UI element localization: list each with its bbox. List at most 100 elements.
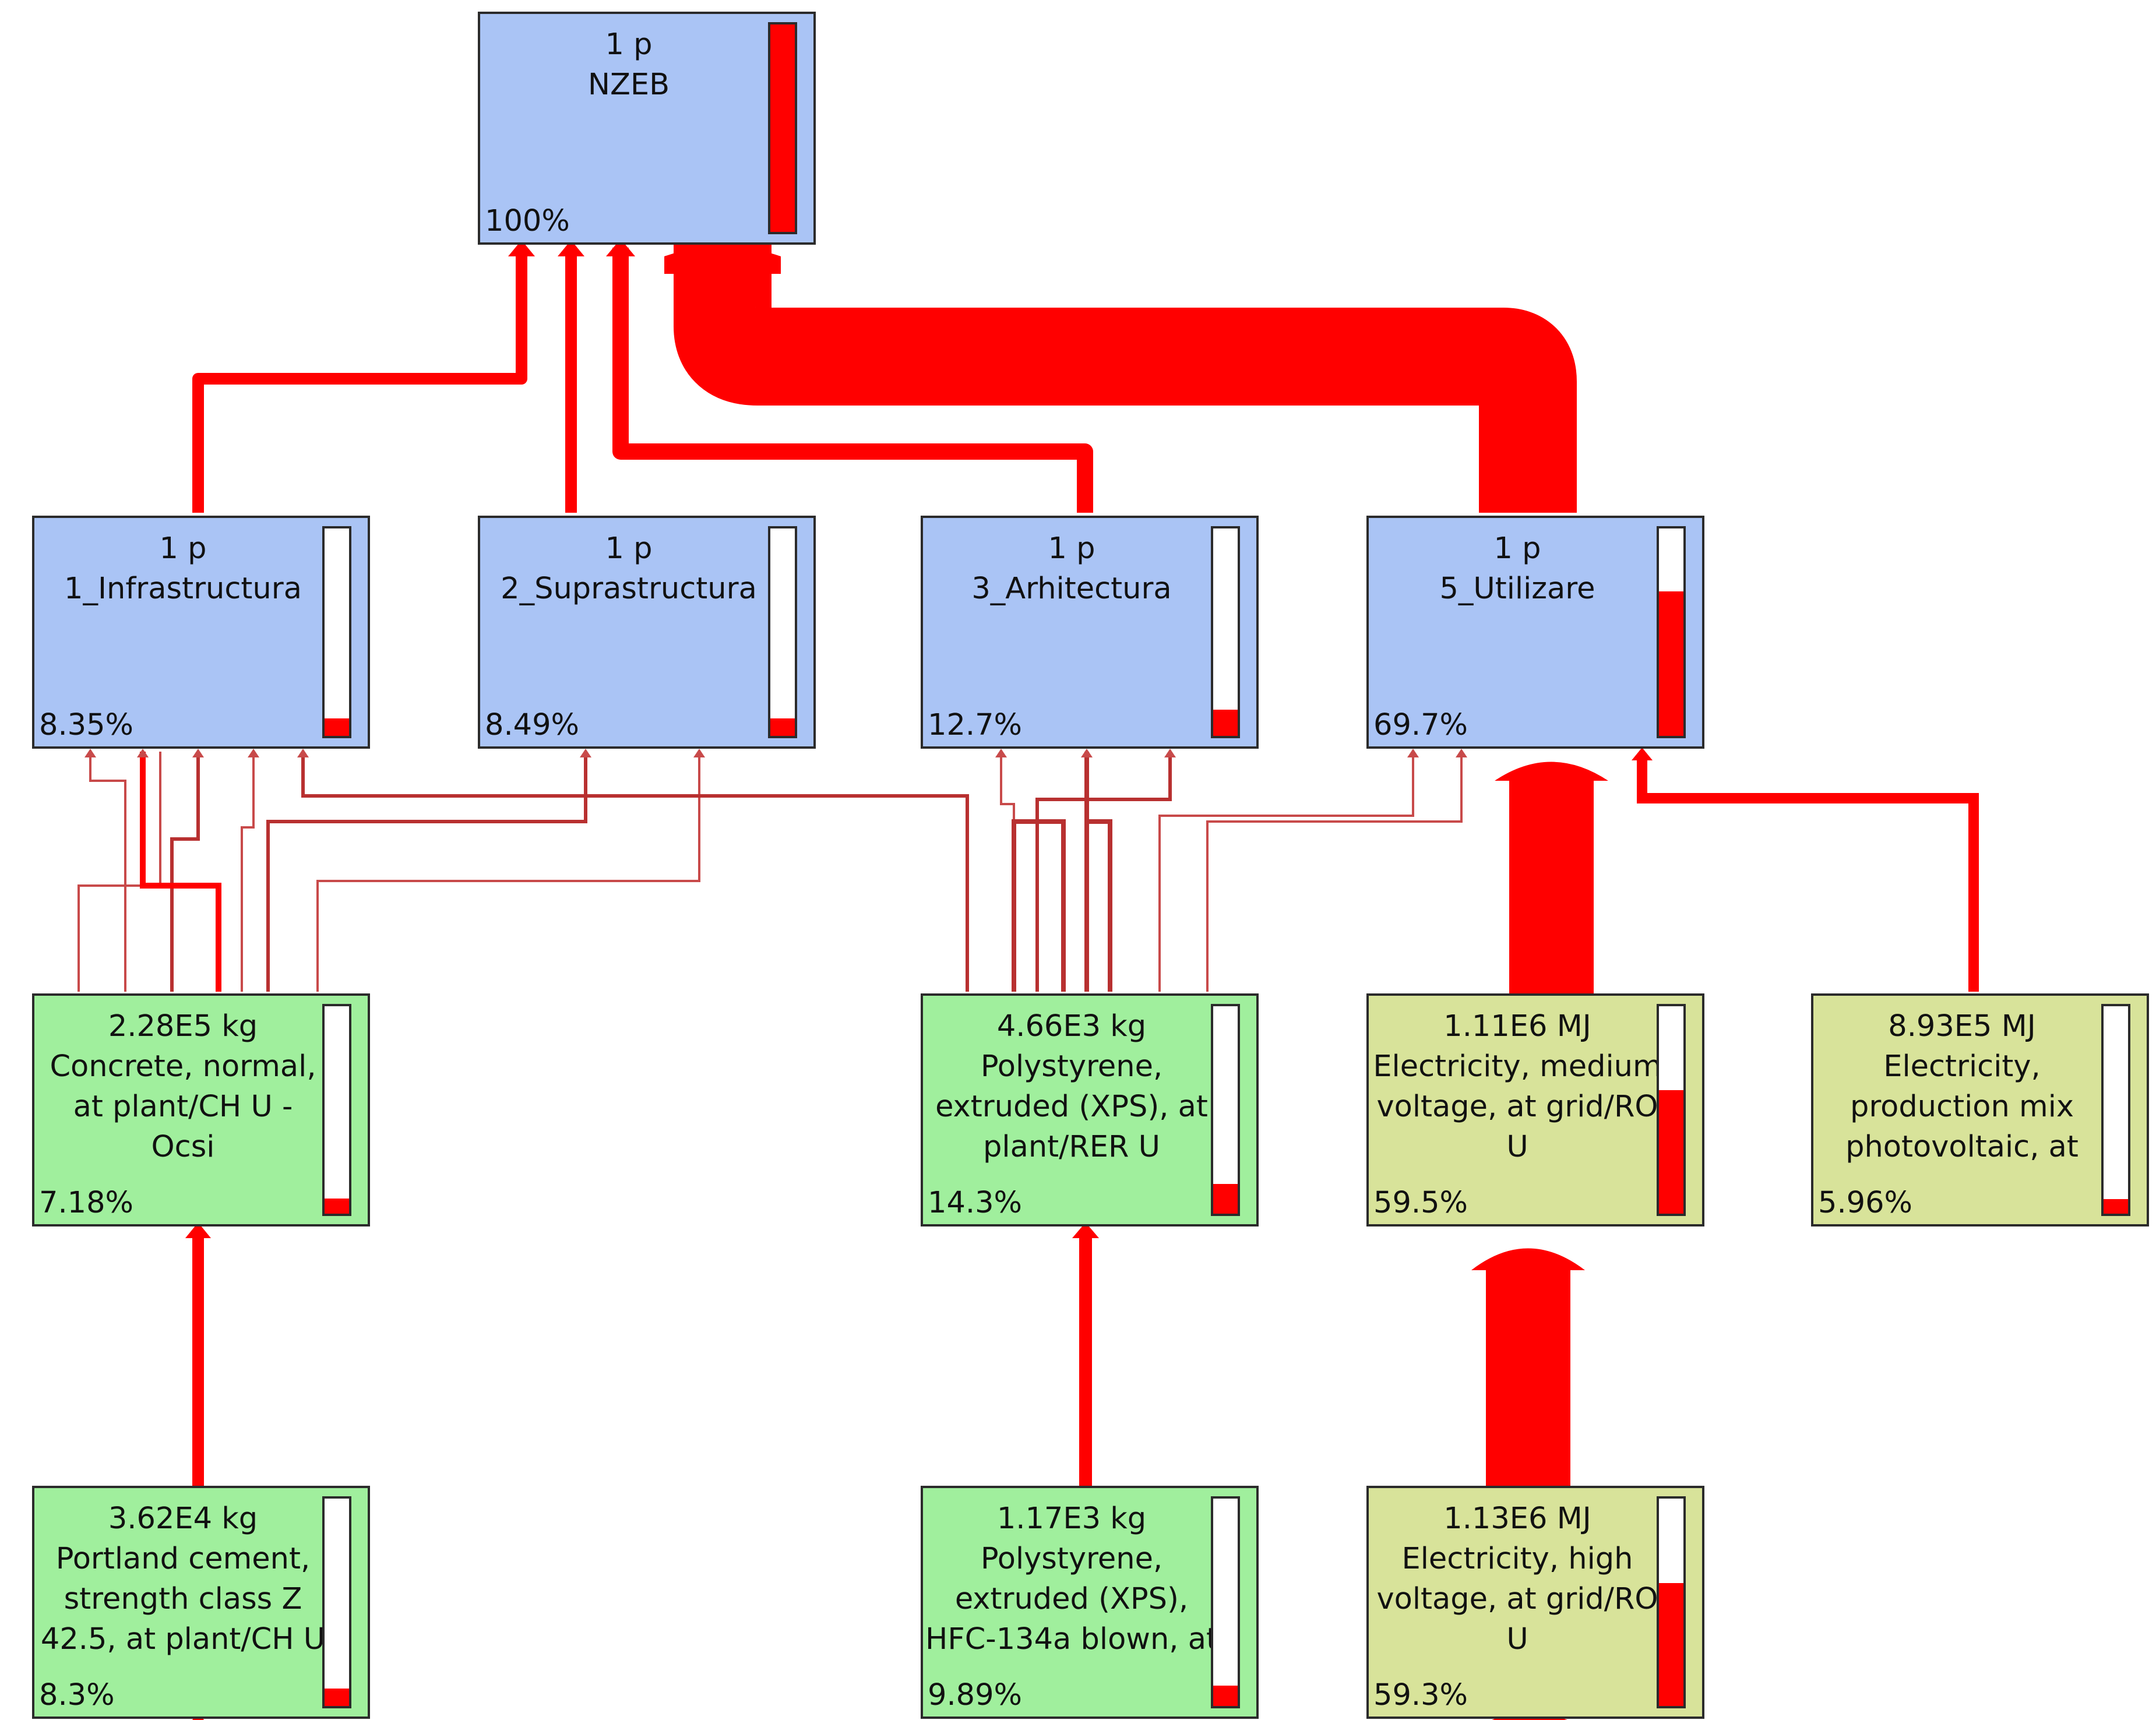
node-gauge-fill bbox=[1213, 1184, 1238, 1214]
link-poly-util-a bbox=[1158, 752, 1414, 992]
node-name-line: 1_Infrastructura bbox=[64, 572, 302, 606]
arrowhead-nzeb-3 bbox=[606, 239, 635, 256]
arrowhead-l1-8 bbox=[995, 749, 1007, 757]
node-amount: 4.66E3 kg bbox=[996, 1009, 1147, 1044]
arrowhead-l1-10 bbox=[1164, 749, 1176, 757]
node-label: 3.62E4 kg Portland cement, strength class … bbox=[34, 1499, 332, 1659]
node-gauge bbox=[2101, 1004, 2130, 1216]
node-name-line: Ocsi bbox=[151, 1130, 215, 1164]
node-percent: 8.3% bbox=[39, 1678, 115, 1712]
arrowhead-l1-6 bbox=[580, 749, 591, 757]
arrowhead-nzeb-4 bbox=[664, 246, 781, 274]
link-concrete-infra-e bbox=[241, 752, 255, 992]
node-name-line: NZEB bbox=[587, 68, 670, 102]
node-cement[interactable]: 3.62E4 kg Portland cement, strength class … bbox=[32, 1486, 370, 1719]
link-pv-util bbox=[1637, 757, 1979, 992]
node-name-line: at plant/CH U - bbox=[73, 1090, 293, 1124]
arrowhead-l1-4 bbox=[248, 749, 259, 757]
node-gauge-fill bbox=[1213, 709, 1238, 736]
link-concrete-infra-b bbox=[89, 752, 126, 992]
link-concrete-infra-a bbox=[77, 752, 161, 992]
link-concrete-infra-c bbox=[170, 752, 200, 992]
node-name-line: Concrete, normal, bbox=[50, 1049, 316, 1084]
node-gauge-fill bbox=[1213, 1685, 1238, 1706]
node-name-line: U bbox=[1506, 1622, 1528, 1656]
arrowhead-cement-concrete bbox=[185, 1222, 211, 1238]
node-gauge-fill bbox=[325, 1689, 349, 1706]
node-gauge-fill bbox=[325, 718, 349, 736]
arrowhead-pv-util bbox=[1632, 748, 1653, 760]
link-concrete-supra-b bbox=[316, 752, 700, 992]
node-elec-pv[interactable]: 8.93E5 MJ Electricity, production mix photo… bbox=[1811, 993, 2149, 1226]
link-infrastructura-nzeb bbox=[192, 248, 527, 513]
node-percent: 7.18% bbox=[39, 1186, 134, 1220]
node-label: 1 p 3_Arhitectura bbox=[923, 528, 1220, 609]
node-amount: 1 p bbox=[1048, 531, 1095, 566]
link-high-medium bbox=[1486, 1267, 1570, 1489]
node-name-line: production mix bbox=[1849, 1090, 2074, 1124]
flow-links-to-level1 bbox=[77, 752, 1463, 992]
node-label: 2.28E5 kg Concrete, normal, at plant/CH U … bbox=[34, 1006, 332, 1167]
arrowhead-hfc-polystyrene bbox=[1072, 1222, 1099, 1238]
node-gauge-fill bbox=[1659, 591, 1683, 736]
node-name-line: Polystyrene, bbox=[980, 1049, 1163, 1084]
link-hfc-polystyrene bbox=[1079, 1235, 1092, 1489]
node-amount: 8.93E5 MJ bbox=[1888, 1009, 2036, 1044]
node-name-line: Electricity, bbox=[1883, 1049, 2041, 1084]
flow-arrowheads-nzeb bbox=[508, 239, 781, 274]
node-name-line: 2_Suprastructura bbox=[501, 572, 757, 606]
node-name-line: 3_Arhitectura bbox=[971, 572, 1172, 606]
link-utilizare-nzeb bbox=[674, 245, 1577, 513]
flow-elec-medium-utilizare bbox=[1495, 762, 1608, 993]
node-percent: 14.3% bbox=[928, 1186, 1023, 1220]
node-name-line: Polystyrene, bbox=[980, 1542, 1163, 1576]
node-name-line: photovoltaic, at bbox=[1845, 1130, 2079, 1164]
node-gauge bbox=[768, 526, 797, 738]
link-arhitectura-nzeb bbox=[612, 248, 1093, 513]
link-elec-medium-util bbox=[1509, 781, 1594, 993]
arrowhead-l1-11 bbox=[1407, 749, 1419, 757]
flow-pv-utilizare bbox=[1632, 748, 1979, 992]
arrowhead-nzeb-2 bbox=[558, 240, 584, 256]
node-name-line: Portland cement, bbox=[55, 1542, 311, 1576]
node-amount: 1.13E6 MJ bbox=[1443, 1502, 1591, 1536]
arrowhead-l1-1 bbox=[84, 749, 96, 757]
flow-arrowheads-level1 bbox=[84, 749, 1467, 757]
node-concrete[interactable]: 2.28E5 kg Concrete, normal, at plant/CH U … bbox=[32, 993, 370, 1226]
node-percent: 100% bbox=[485, 204, 570, 238]
node-gauge bbox=[768, 22, 797, 234]
node-gauge bbox=[1657, 526, 1686, 738]
node-amount: 1.11E6 MJ bbox=[1443, 1009, 1591, 1044]
node-gauge bbox=[322, 1496, 351, 1708]
node-name-line: extruded (XPS), at bbox=[935, 1090, 1208, 1124]
arrowhead-l1-7 bbox=[693, 749, 705, 757]
node-amount: 3.62E4 kg bbox=[108, 1502, 258, 1536]
node-percent: 59.5% bbox=[1373, 1186, 1468, 1220]
node-amount: 2.28E5 kg bbox=[108, 1009, 258, 1044]
link-poly-arhi-e bbox=[1087, 819, 1112, 992]
node-gauge bbox=[1657, 1496, 1686, 1708]
node-percent: 9.89% bbox=[928, 1678, 1023, 1712]
arrowhead-l1-9 bbox=[1081, 749, 1093, 757]
node-gauge-fill bbox=[1659, 1090, 1683, 1214]
arrowhead-nzeb-1 bbox=[508, 240, 535, 256]
node-name-line: strength class Z bbox=[64, 1582, 302, 1616]
link-poly-arhi-c bbox=[1035, 752, 1172, 992]
